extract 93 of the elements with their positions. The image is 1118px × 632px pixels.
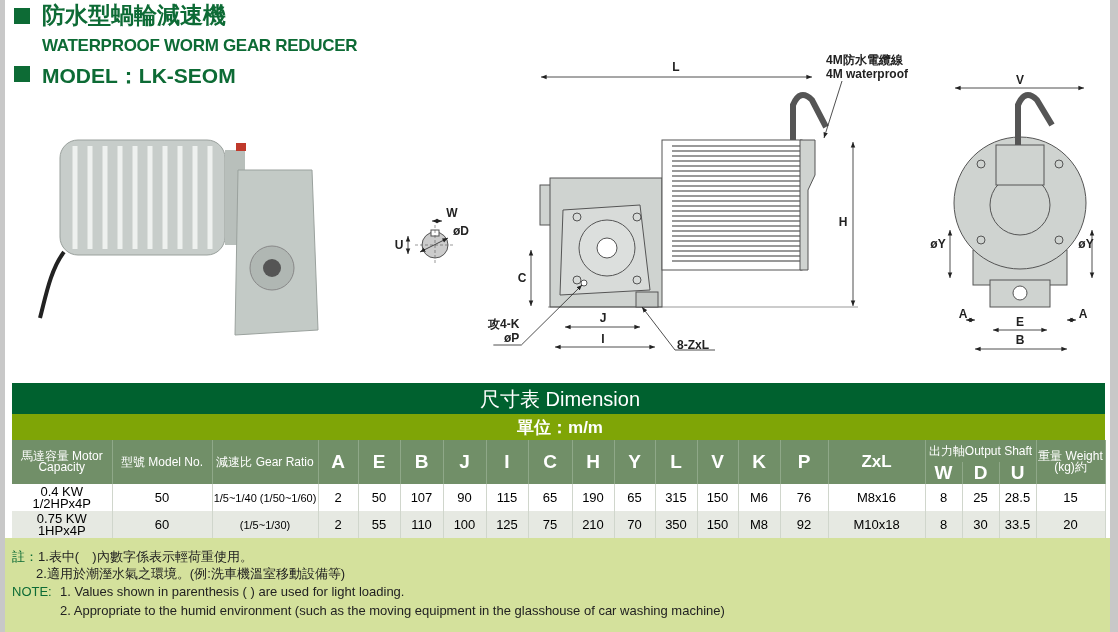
table-cell: 25 xyxy=(962,484,999,511)
table-cell: (1/5~1/30) xyxy=(212,511,318,538)
table-cell: M8x16 xyxy=(828,484,925,511)
column-header: L xyxy=(655,440,697,484)
dimension-label: øD xyxy=(453,224,469,238)
column-header: I xyxy=(486,440,528,484)
callout-label: 攻4-K øP xyxy=(488,317,520,345)
table-cell: 20 xyxy=(1036,511,1105,538)
dimension-label: H xyxy=(838,215,848,229)
table-cell: 60 xyxy=(112,511,212,538)
table-cell: 350 xyxy=(655,511,697,538)
table-cell: M8 xyxy=(738,511,780,538)
table-cell: 107 xyxy=(400,484,443,511)
table-cell: 92 xyxy=(780,511,828,538)
dimension-label: øY xyxy=(1078,237,1094,251)
table-cell: 125 xyxy=(486,511,528,538)
table-cell: 315 xyxy=(655,484,697,511)
table-cell: M6 xyxy=(738,484,780,511)
table-cell: 65 xyxy=(528,484,572,511)
dimension-label: V xyxy=(1016,73,1024,87)
note-text: 1. Values shown in parenthesis ( ) are used for light loading. xyxy=(60,584,405,599)
table-cell: 90 xyxy=(443,484,486,511)
note-text: 2.適用於潮溼水氣之環境。(例:洗車機溫室移動設備等) xyxy=(36,565,346,583)
table-cell: 50 xyxy=(112,484,212,511)
column-header: A xyxy=(318,440,358,484)
model-label: MODEL：LK-SEOM xyxy=(42,63,236,89)
table-cell: 210 xyxy=(572,511,614,538)
callout-label: 4M防水電纜線 4M waterproof xyxy=(826,53,908,81)
column-header: J xyxy=(443,440,486,484)
table-cell: M10x18 xyxy=(828,511,925,538)
table-cell: 100 xyxy=(443,511,486,538)
column-header: 重量 Weight (kg)約 xyxy=(1036,440,1105,484)
table-cell: 8 xyxy=(925,511,962,538)
table-cell: 2 xyxy=(318,511,358,538)
table-cell: 8 xyxy=(925,484,962,511)
column-header: B xyxy=(400,440,443,484)
column-header: Y xyxy=(614,440,655,484)
table-cell: 55 xyxy=(358,511,400,538)
table-cell: 150 xyxy=(697,484,738,511)
dimension-label: E xyxy=(1016,315,1024,329)
column-header: E xyxy=(358,440,400,484)
dimension-label: W xyxy=(446,206,458,220)
dimension-label: U xyxy=(394,238,404,252)
dimension-label: A xyxy=(1078,307,1088,321)
table-cell: 110 xyxy=(400,511,443,538)
table-cell: 33.5 xyxy=(999,511,1036,538)
note-label: NOTE: xyxy=(12,584,52,599)
column-header: 馬達容量 Motor Capacity xyxy=(12,440,112,484)
note-label: 註： xyxy=(12,548,38,566)
column-header: U xyxy=(999,462,1036,484)
column-header: W xyxy=(925,462,962,484)
column-header: V xyxy=(697,440,738,484)
dimension-label: C xyxy=(517,271,527,285)
table-title: 尺寸表 Dimension xyxy=(480,386,640,412)
table-cell: 28.5 xyxy=(999,484,1036,511)
table-cell: 65 xyxy=(614,484,655,511)
table-cell: 76 xyxy=(780,484,828,511)
column-header: C xyxy=(528,440,572,484)
column-header: P xyxy=(780,440,828,484)
note-text: 2. Appropriate to the humid environment (such as the moving equipment in the glasshouse of car washing machine) xyxy=(60,603,725,618)
tapped-hole xyxy=(580,279,588,287)
mounting-foot xyxy=(635,291,659,308)
table-cell: 50 xyxy=(358,484,400,511)
column-header: D xyxy=(962,462,999,484)
title: 防水型蝸輪減速機 xyxy=(42,1,226,30)
dimension-label: øY xyxy=(930,237,946,251)
column-header: ZxL xyxy=(828,440,925,484)
table-cell: 1/5~1/40 (1/50~1/60) xyxy=(212,484,318,511)
table-cell: 15 xyxy=(1036,484,1105,511)
table-cell: 75 xyxy=(528,511,572,538)
table-cell: 150 xyxy=(697,511,738,538)
table-cell: 190 xyxy=(572,484,614,511)
table-cell: 70 xyxy=(614,511,655,538)
table-cell: 115 xyxy=(486,484,528,511)
callout-label: 8-ZxL xyxy=(677,338,709,352)
dimension-label: I xyxy=(601,332,605,346)
table-cell: 0.4 KW 1/2HPx4P xyxy=(12,484,112,511)
dimension-label: A xyxy=(958,307,968,321)
table-cell: 2 xyxy=(318,484,358,511)
column-header: K xyxy=(738,440,780,484)
dimension-label: J xyxy=(599,311,607,325)
table-cell: 0.75 KW 1HPx4P xyxy=(12,511,112,538)
subtitle: WATERPROOF WORM GEAR REDUCER xyxy=(42,36,358,56)
table-cell: 30 xyxy=(962,511,999,538)
column-header: 減速比 Gear Ratio xyxy=(212,440,318,484)
dimension-label: B xyxy=(1015,333,1025,347)
dimension-label: L xyxy=(672,60,680,74)
column-header: H xyxy=(572,440,614,484)
cable-drawing xyxy=(790,92,829,140)
column-header: 出力軸Output Shaft xyxy=(925,440,1036,462)
column-header: 型號 Model No. xyxy=(112,440,212,484)
unit-label: 單位：m/m xyxy=(517,416,603,439)
note-text: 1.表中( )內數字係表示輕荷重使用。 xyxy=(38,548,253,566)
